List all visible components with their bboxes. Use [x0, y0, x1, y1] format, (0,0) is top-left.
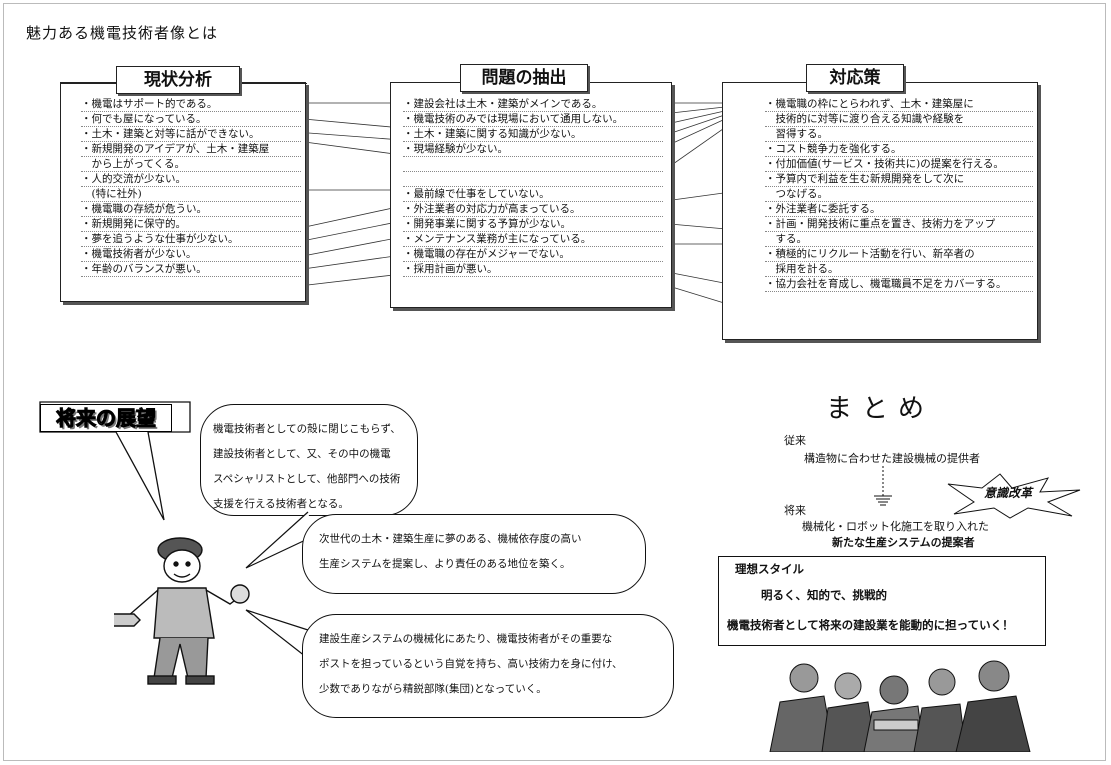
past-text: 構造物に合わせた建設機械の提供者	[804, 452, 980, 465]
bubble-1-line: 建設技術者として、又、その中の機電	[213, 448, 391, 460]
ideal-line-2: 機電技術者として将来の建設業を能動的に担っていく！	[727, 618, 1014, 632]
measures-item: 習得する。	[765, 127, 1033, 142]
awareness-burst-icon	[947, 473, 1081, 519]
problems-item: ・外注業者の対応力が高まっている。	[403, 202, 663, 217]
bubble-3-line: 少数でありながら精鋭部隊(集団)となっていく。	[319, 683, 547, 695]
business-people-illustration	[769, 660, 1031, 752]
bubble-1: 機電技術者としての殻に閉じこもらず、 建設技術者として、又、その中の機電 スペシ…	[200, 404, 418, 516]
worker-illustration	[114, 537, 250, 685]
problems-panel: ・建設会社は土木・建築がメインである。・機電技術のみでは現場において通用しない。…	[390, 82, 672, 308]
problems-item	[403, 172, 663, 187]
ideal-label: 理想スタイル	[735, 562, 804, 576]
problems-heading: 問題の抽出	[460, 64, 588, 92]
problems-item: ・最前線で仕事をしていない。	[403, 187, 663, 202]
status-item: ・何でも屋になっている。	[81, 112, 301, 127]
future-text-2: 新たな生産システムの提案者	[832, 536, 975, 549]
measures-item: 技術的に対等に渡り合える知識や経験を	[765, 112, 1033, 127]
bubble-1-line: 支援を行える技術者となる。	[213, 498, 349, 510]
future-text-1: 機械化・ロボット化施工を取り入れた	[802, 520, 989, 533]
measures-item: ・機電職の枠にとらわれず、土木・建築屋に	[765, 97, 1033, 112]
measures-item: ・積極的にリクルート活動を行い、新卒者の	[765, 247, 1033, 262]
status-panel: ・機電はサポート的である。・何でも屋になっている。・土木・建築と対等に話ができな…	[60, 82, 307, 302]
page-frame	[3, 3, 1106, 761]
page-title: 魅力ある機電技術者像とは	[26, 24, 219, 42]
status-item: から上がってくる。	[81, 157, 301, 172]
status-heading: 現状分析	[116, 66, 240, 94]
status-item: ・機電はサポート的である。	[81, 97, 301, 112]
status-item: ・機電職の存続が危うい。	[81, 202, 301, 217]
problems-item: ・採用計画が悪い。	[403, 262, 663, 277]
bubble-2-line: 生産システムを提案し、より責任のある地位を築く。	[319, 558, 571, 570]
future-badge: 将来の展望	[40, 404, 172, 432]
measures-item: ・コスト競争力を強化する。	[765, 142, 1033, 157]
measures-item: ・外注業者に委託する。	[765, 202, 1033, 217]
status-item: (特に社外)	[81, 187, 301, 202]
bubble-3-line: ポストを担っているという自覚を持ち、高い技術力を身に付け、	[319, 658, 623, 670]
problems-item: ・機電技術のみでは現場において通用しない。	[403, 112, 663, 127]
problems-item: ・機電職の存在がメジャーでない。	[403, 247, 663, 262]
summary-title: まとめ	[826, 394, 935, 424]
bubble-1-line: スペシャリストとして、他部門への技術	[213, 473, 401, 485]
status-item: ・土木・建築と対等に話ができない。	[81, 127, 301, 142]
status-item: ・人的交流が少ない。	[81, 172, 301, 187]
problems-item: ・現場経験が少ない。	[403, 142, 663, 157]
status-item: ・夢を追うような仕事が少ない。	[81, 232, 301, 247]
status-item: ・新規開発のアイデアが、土木・建築屋	[81, 142, 301, 157]
bubble-2-line: 次世代の土木・建築生産に夢のある、機械依存度の高い	[319, 533, 582, 545]
measures-item: ・予算内で利益を生む新規開発をして次に	[765, 172, 1033, 187]
problems-item: ・開発事業に関する予算が少ない。	[403, 217, 663, 232]
status-item: ・新規開発に保守的。	[81, 217, 301, 232]
ideal-line-1: 明るく、知的で、挑戦的	[761, 588, 888, 602]
problems-item: ・建設会社は土木・建築がメインである。	[403, 97, 663, 112]
problems-item	[403, 157, 663, 172]
burst-label: 意識改革	[984, 486, 1033, 500]
problems-item: ・土木・建築に関する知識が少ない。	[403, 127, 663, 142]
measures-list: ・機電職の枠にとらわれず、土木・建築屋に 技術的に対等に渡り合える知識や経験を …	[765, 97, 1033, 292]
bubble-3-line: 建設生産システムの機械化にあたり、機電技術者がその重要な	[319, 633, 613, 645]
future-label: 将来	[784, 504, 806, 517]
down-arrow-icon	[874, 466, 892, 506]
bubble-tails	[245, 511, 315, 569]
measures-item: する。	[765, 232, 1033, 247]
bubble-3: 建設生産システムの機械化にあたり、機電技術者がその重要な ポストを担っているとい…	[302, 614, 674, 718]
status-item: ・機電技術者が少ない。	[81, 247, 301, 262]
bubble-2: 次世代の土木・建築生産に夢のある、機械依存度の高い 生産システムを提案し、より責…	[302, 514, 646, 594]
measures-item: つなげる。	[765, 187, 1033, 202]
problems-item: ・メンテナンス業務が主になっている。	[403, 232, 663, 247]
measures-item: ・付加価値(サービス・技術共に)の提案を行える。	[765, 157, 1033, 172]
measures-panel: ・機電職の枠にとらわれず、土木・建築屋に 技術的に対等に渡り合える知識や経験を …	[722, 82, 1038, 340]
measures-heading: 対応策	[806, 64, 904, 92]
bubble-3-tail	[245, 609, 311, 661]
status-list: ・機電はサポート的である。・何でも屋になっている。・土木・建築と対等に話ができな…	[81, 97, 301, 277]
status-item: ・年齢のバランスが悪い。	[81, 262, 301, 277]
measures-item: ・計画・開発技術に重点を置き、技術力をアップ	[765, 217, 1033, 232]
ideal-style-box: 理想スタイル 明るく、知的で、挑戦的 機電技術者として将来の建設業を能動的に担っ…	[718, 556, 1046, 646]
measures-item: 採用を計る。	[765, 262, 1033, 277]
bubble-1-line: 機電技術者としての殻に閉じこもらず、	[213, 423, 401, 435]
past-label: 従来	[784, 434, 806, 447]
measures-item: ・協力会社を育成し、機電職員不足をカバーする。	[765, 277, 1033, 292]
problems-list: ・建設会社は土木・建築がメインである。・機電技術のみでは現場において通用しない。…	[403, 97, 663, 277]
